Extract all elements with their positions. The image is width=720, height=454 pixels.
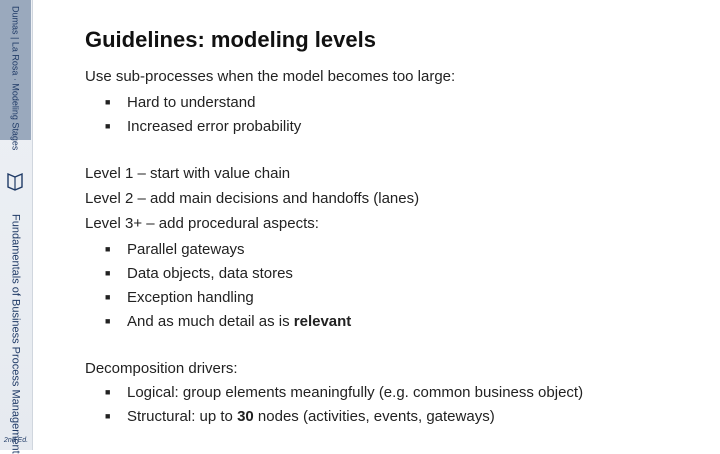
bullet-icon: ■ bbox=[105, 268, 111, 278]
bullet-icon: ■ bbox=[105, 97, 111, 107]
intro-text: Use sub-processes when the model becomes… bbox=[85, 68, 456, 85]
bullet-icon: ■ bbox=[105, 316, 111, 326]
list-item: ■Data objects, data stores bbox=[105, 265, 293, 282]
drivers-heading: Decomposition drivers: bbox=[85, 360, 238, 377]
list-item: ■Exception handling bbox=[105, 289, 254, 306]
emphasis-text: relevant bbox=[293, 313, 352, 330]
list-item: ■And as much detail as is relevant bbox=[105, 313, 352, 330]
slide-title: Guidelines: modeling levels bbox=[85, 27, 376, 52]
list-item: ■Increased error probability bbox=[105, 118, 302, 135]
bullet-icon: ■ bbox=[105, 121, 111, 131]
book-title-vertical: Fundamentals of Business Process Managem… bbox=[9, 214, 22, 454]
emphasis-text: 30 bbox=[237, 408, 254, 425]
side-banner: Dumas | La Rosa · Modeling Stages Fundam… bbox=[0, 0, 33, 454]
list-item: ■Hard to understand bbox=[105, 94, 256, 111]
list-item: ■Logical: group elements meaningfully (e… bbox=[105, 384, 584, 401]
edition-label: 2nd Ed. bbox=[3, 437, 29, 444]
bullet-icon: ■ bbox=[105, 411, 111, 421]
list-item: ■Structural: up to 30 nodes (activities,… bbox=[105, 408, 495, 425]
bullet-icon: ■ bbox=[105, 387, 111, 397]
bullet-icon: ■ bbox=[105, 292, 111, 302]
level-1-text: Level 1 – start with value chain bbox=[85, 165, 291, 182]
list-item: ■Parallel gateways bbox=[105, 241, 245, 258]
book-logo-icon bbox=[7, 172, 23, 191]
bullet-icon: ■ bbox=[105, 244, 111, 254]
level-3-text: Level 3+ – add procedural aspects: bbox=[85, 215, 319, 232]
level-2-text: Level 2 – add main decisions and handoff… bbox=[85, 190, 420, 207]
side-banner-top-text: Dumas | La Rosa · Modeling Stages bbox=[10, 6, 21, 151]
side-banner-top bbox=[0, 0, 31, 140]
